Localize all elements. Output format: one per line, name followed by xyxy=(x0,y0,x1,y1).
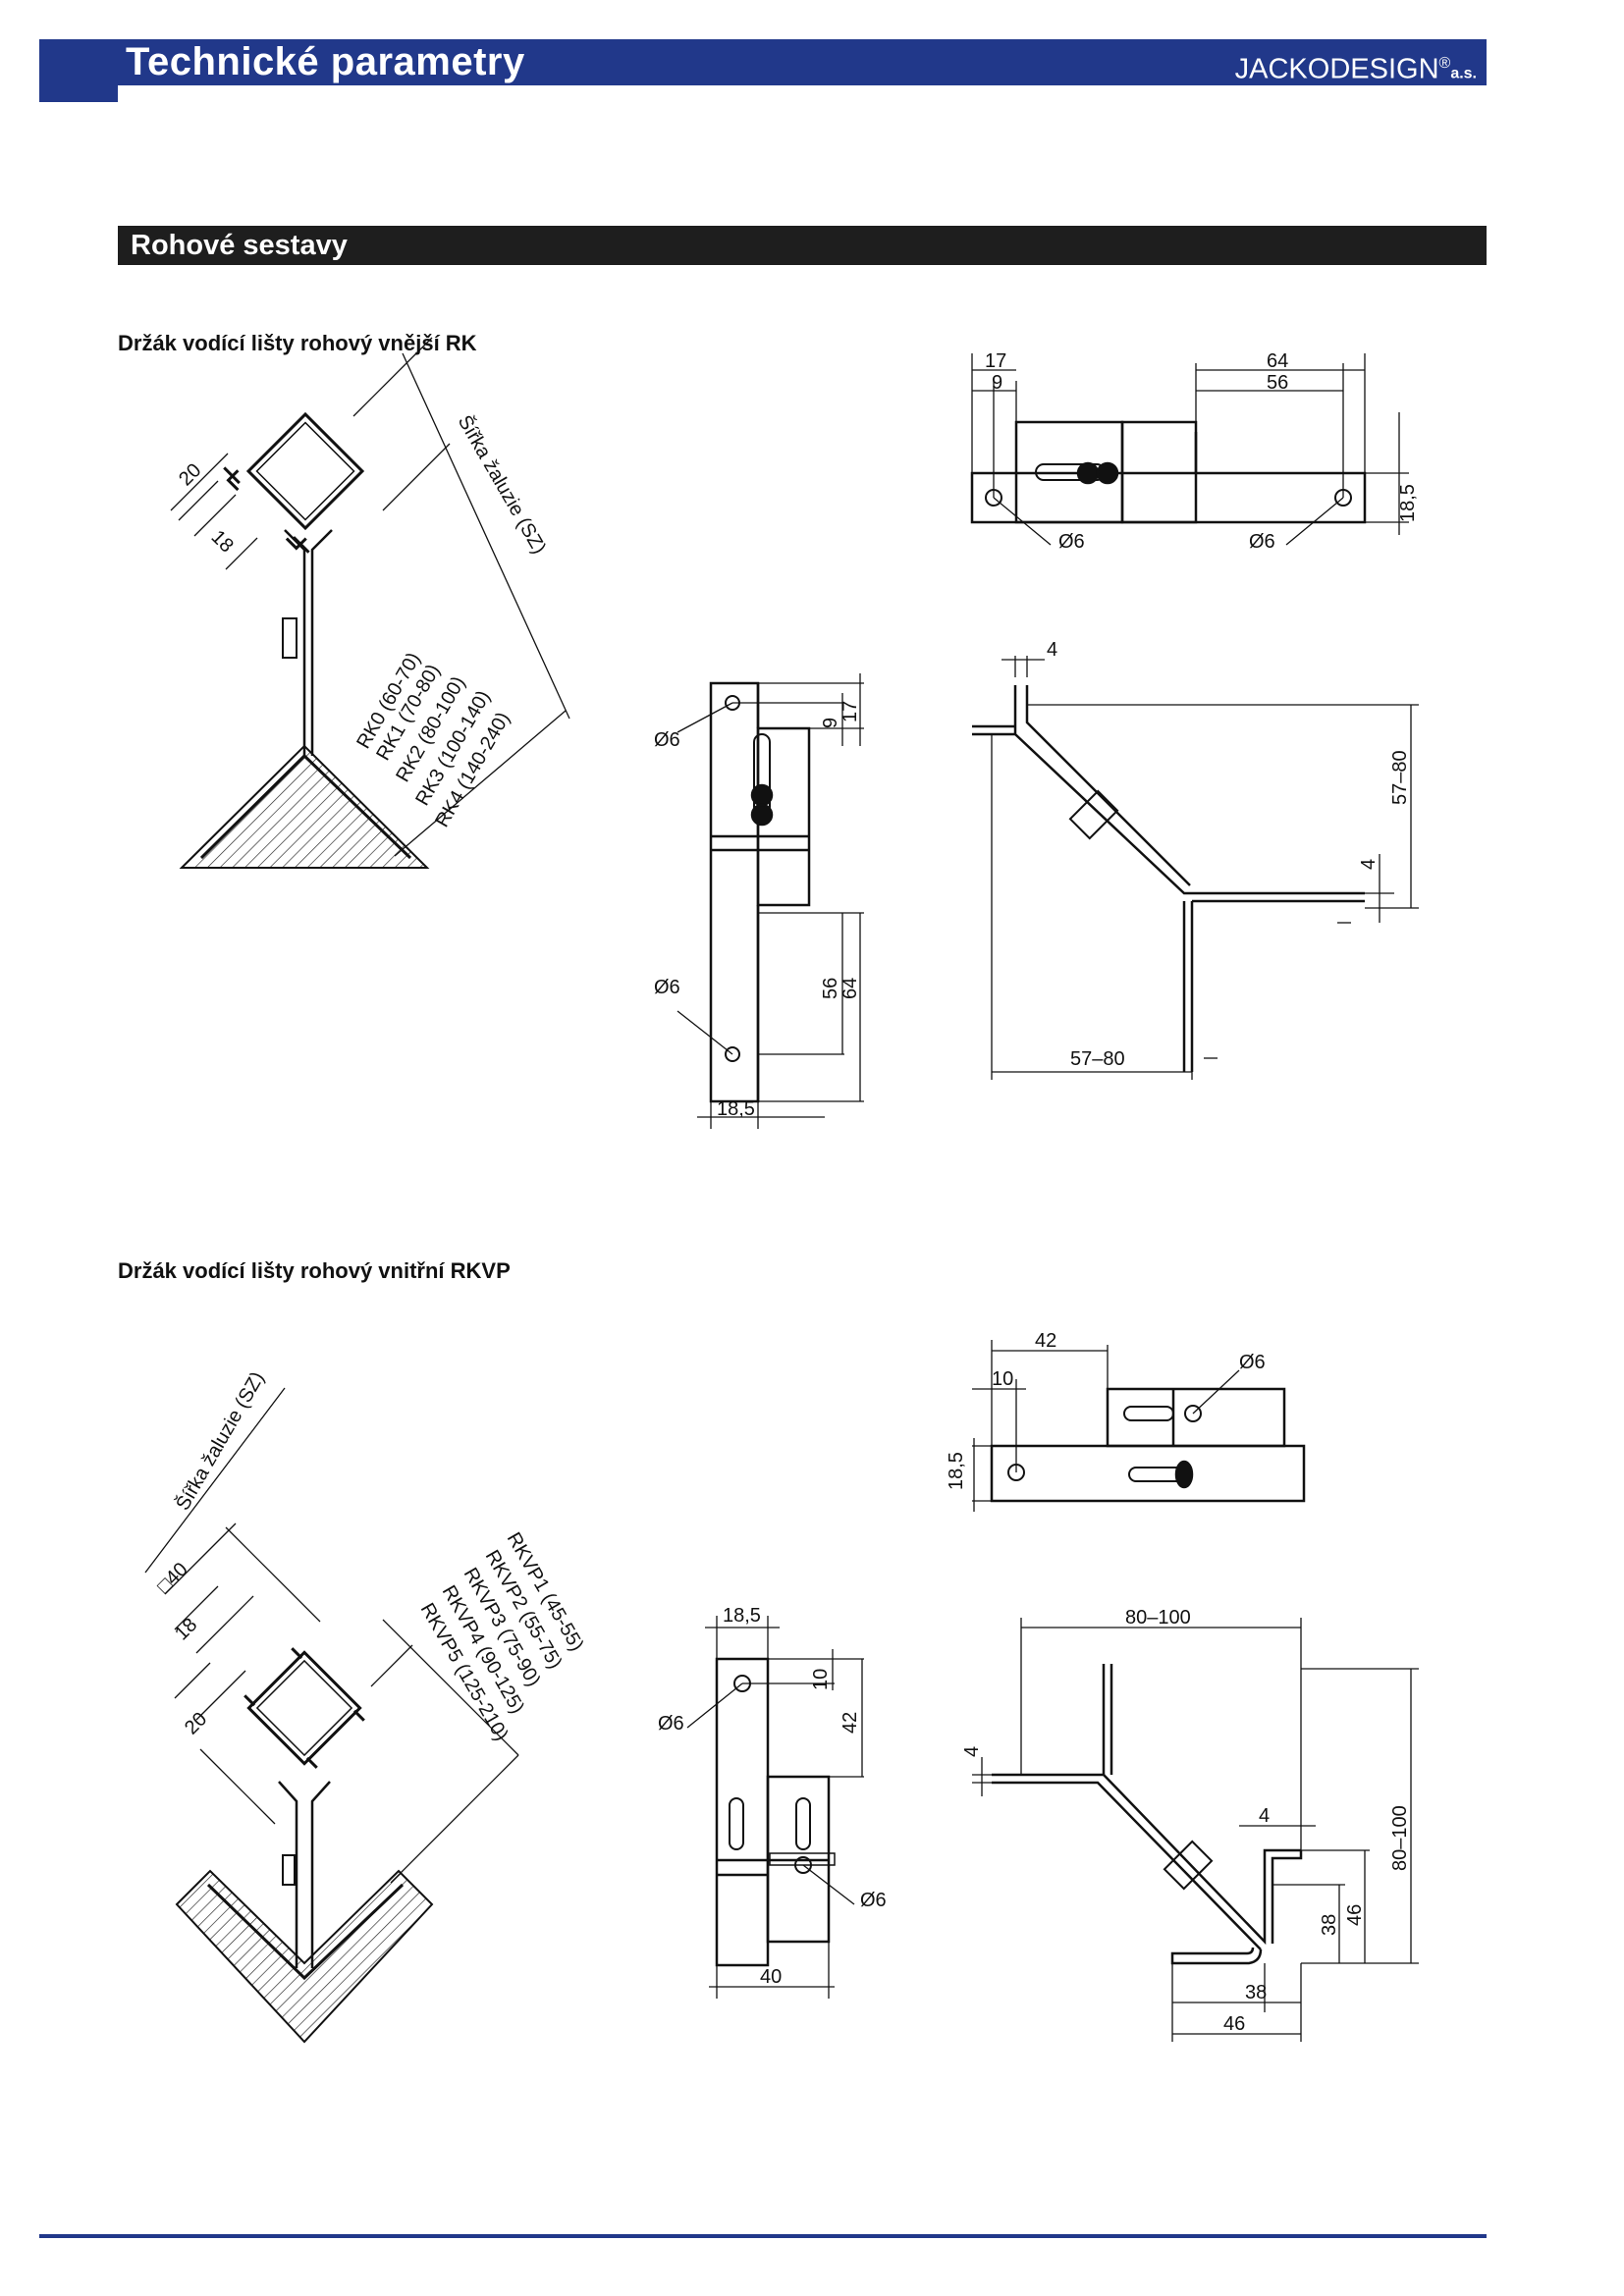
page-title: Technické parametry xyxy=(126,40,525,83)
rk-side-d185: 18,5 xyxy=(717,1098,755,1120)
rk-top-view xyxy=(970,353,1409,546)
rkvp-dim-20: 20 xyxy=(181,1708,211,1738)
rkvp-bent-d46-v: 46 xyxy=(1344,1904,1366,1926)
rkvp-bent-d4-left: 4 xyxy=(961,1746,983,1757)
rkvp-bent-bracket xyxy=(992,1773,1301,1946)
rk-top-hole-right-label: Ø6 xyxy=(1249,531,1275,553)
rkvp-top-view xyxy=(972,1340,1306,1512)
rkvp-bent-d38-v: 38 xyxy=(1319,1914,1340,1936)
rk-bent-d5780-h: 57–80 xyxy=(1070,1048,1125,1070)
rkvp-side-hole-top-label: Ø6 xyxy=(658,1713,684,1735)
brand-name: JACKODESIGN xyxy=(1234,53,1439,85)
brand-logo: JACKODESIGN®a.s. xyxy=(1235,46,1477,92)
rkvp-side-d40: 40 xyxy=(760,1966,782,1988)
brand-suffix: a.s. xyxy=(1450,65,1477,82)
rkvp-plan-view xyxy=(144,1387,519,2044)
rk-guide-profile xyxy=(223,411,365,554)
rk-wall-corner xyxy=(179,744,430,869)
rkvp-side-d10: 10 xyxy=(810,1669,832,1690)
rk-side-hole-top-label: Ø6 xyxy=(654,729,680,751)
rkvp-bent-labels: 80–100 4 4 80–100 38 46 38 46 xyxy=(961,1607,1411,2035)
rkvp-top-labels: 42 10 Ø6 18,5 xyxy=(946,1330,1266,1490)
rkvp-dim-18: 18 xyxy=(171,1614,201,1644)
rk-top-d9: 9 xyxy=(992,372,1002,394)
rk-top-d56: 56 xyxy=(1267,372,1288,394)
rkvp-width-dimension-line xyxy=(390,1754,519,1884)
rk-dim-18: 18 xyxy=(207,526,238,557)
rk-width-dimension-line xyxy=(402,352,570,720)
rk-bracket-screw xyxy=(282,617,298,659)
rkvp-top-d42: 42 xyxy=(1035,1330,1056,1352)
rk-side-d17: 17 xyxy=(839,701,861,722)
rk-side-d64: 64 xyxy=(839,978,861,999)
rkvp-plan-labels: Šířka žaluzie (SZ) □40 18 20 RKVP1 (45-5… xyxy=(153,1367,588,1744)
section-title: Rohové sestavy xyxy=(131,230,348,261)
rk-bent-labels: 4 57–80 4 57–80 xyxy=(1047,639,1411,1070)
rk-dim-20: 20 xyxy=(175,459,205,490)
rk-top-hole-left-label: Ø6 xyxy=(1058,531,1085,553)
rk-bent-view xyxy=(972,656,1419,1080)
rk-title: Držák vodící lišty rohový vnější RK xyxy=(118,331,477,355)
brand-registered-mark: ® xyxy=(1438,55,1451,72)
rk-side-view xyxy=(677,673,864,1129)
rkvp-top-d185: 18,5 xyxy=(946,1452,967,1490)
rk-top-labels: 17 9 64 56 18,5 Ø6 Ø6 xyxy=(985,350,1419,553)
rkvp-top-hole-label: Ø6 xyxy=(1239,1352,1266,1373)
rk-top-d64: 64 xyxy=(1267,350,1288,372)
rkvp-side-hole-bottom-label: Ø6 xyxy=(860,1890,887,1911)
rkvp-bent-d80100-h: 80–100 xyxy=(1125,1607,1191,1629)
header-notch xyxy=(39,85,118,102)
rk-plan-view xyxy=(170,337,570,869)
footer-line xyxy=(39,2234,1487,2238)
rk-side-hole-bottom-label: Ø6 xyxy=(654,977,680,998)
rkvp-guide-profile xyxy=(244,1647,365,1769)
rkvp-bent-d38-h: 38 xyxy=(1245,1982,1267,2003)
rkvp-side-d185: 18,5 xyxy=(723,1605,761,1627)
rk-side-d56: 56 xyxy=(820,978,841,999)
rkvp-dim-40: □40 xyxy=(153,1559,192,1598)
rk-bent-d4-top: 4 xyxy=(1047,639,1057,661)
rkvp-width-label: Šířka žaluzie (SZ) xyxy=(171,1367,268,1514)
rkvp-wall-corner xyxy=(175,1869,434,2044)
rkvp-top-d10: 10 xyxy=(992,1368,1013,1390)
section-bar xyxy=(118,226,1487,265)
rk-top-d185: 18,5 xyxy=(1397,484,1419,522)
rkvp-bracket-profile xyxy=(206,1883,405,1981)
rk-width-label: Šířka žaluzie (SZ) xyxy=(454,411,551,558)
rk-top-d17: 17 xyxy=(985,350,1006,372)
rk-bent-d5780-v: 57–80 xyxy=(1389,750,1411,805)
rk-side-d9: 9 xyxy=(820,718,841,728)
rkvp-title: Držák vodící lišty rohový vnitřní RKVP xyxy=(118,1258,511,1283)
rkvp-top-hole xyxy=(1184,1405,1202,1422)
page-header-bar xyxy=(39,39,1487,85)
rkvp-bent-d80100-v: 80–100 xyxy=(1389,1805,1411,1871)
rk-side-hole-bottom xyxy=(725,1046,740,1062)
rk-bent-bracket xyxy=(1013,685,1365,895)
rk-bent-d4-side: 4 xyxy=(1358,859,1380,870)
rkvp-bent-view xyxy=(972,1618,1419,2042)
rk-side-labels: Ø6 Ø6 9 17 56 64 18,5 xyxy=(654,701,861,1120)
rkvp-side-hole-bottom xyxy=(794,1856,812,1874)
rkvp-side-d42: 42 xyxy=(839,1712,861,1734)
rkvp-bent-d4-right: 4 xyxy=(1259,1805,1270,1827)
rkvp-bent-d46-h: 46 xyxy=(1223,2013,1245,2035)
rkvp-side-labels: 18,5 10 42 Ø6 Ø6 40 xyxy=(658,1605,887,1988)
rkvp-side-view xyxy=(686,1616,864,1999)
